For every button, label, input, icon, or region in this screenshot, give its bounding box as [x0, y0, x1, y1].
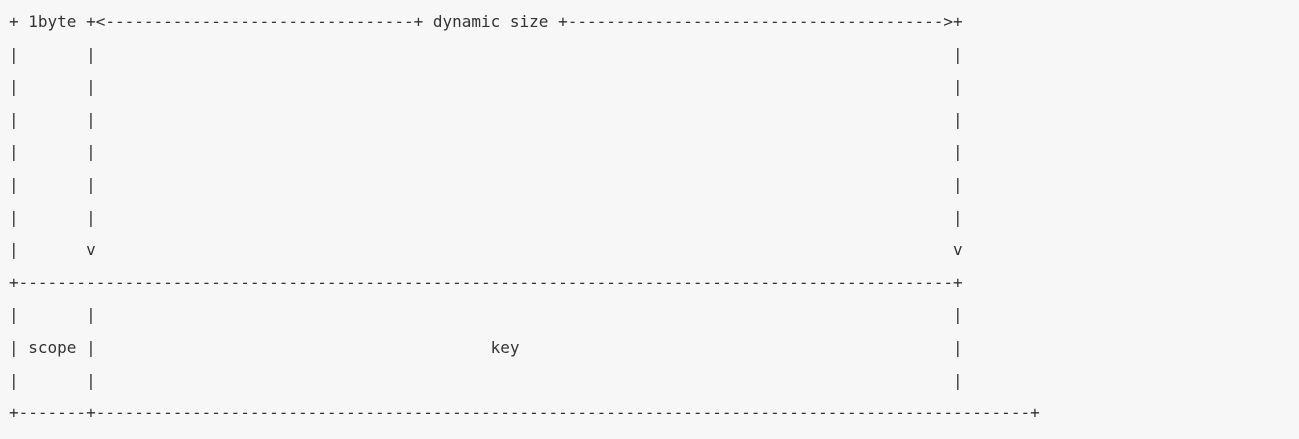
diagram-line: | | | — [9, 109, 963, 129]
diagram-line: + 1byte +<------------------------------… — [9, 12, 963, 31]
diagram-line: | v v — [9, 240, 963, 260]
diagram-line: | scope | key | — [9, 337, 963, 357]
ascii-diagram: + 1byte +<------------------------------… — [9, 6, 1299, 430]
diagram-line: +---------------------------------------… — [9, 272, 963, 292]
diagram-line: | | | — [9, 77, 963, 97]
diagram-line: | | | — [9, 305, 963, 325]
diagram-line: | | | — [9, 174, 963, 194]
diagram-line: +-------+-------------------------------… — [9, 403, 1040, 423]
diagram-line: | | | — [9, 142, 963, 162]
diagram-line: | | | — [9, 207, 963, 227]
diagram-line: | | | — [9, 370, 963, 390]
diagram-line: | | | — [9, 44, 963, 64]
